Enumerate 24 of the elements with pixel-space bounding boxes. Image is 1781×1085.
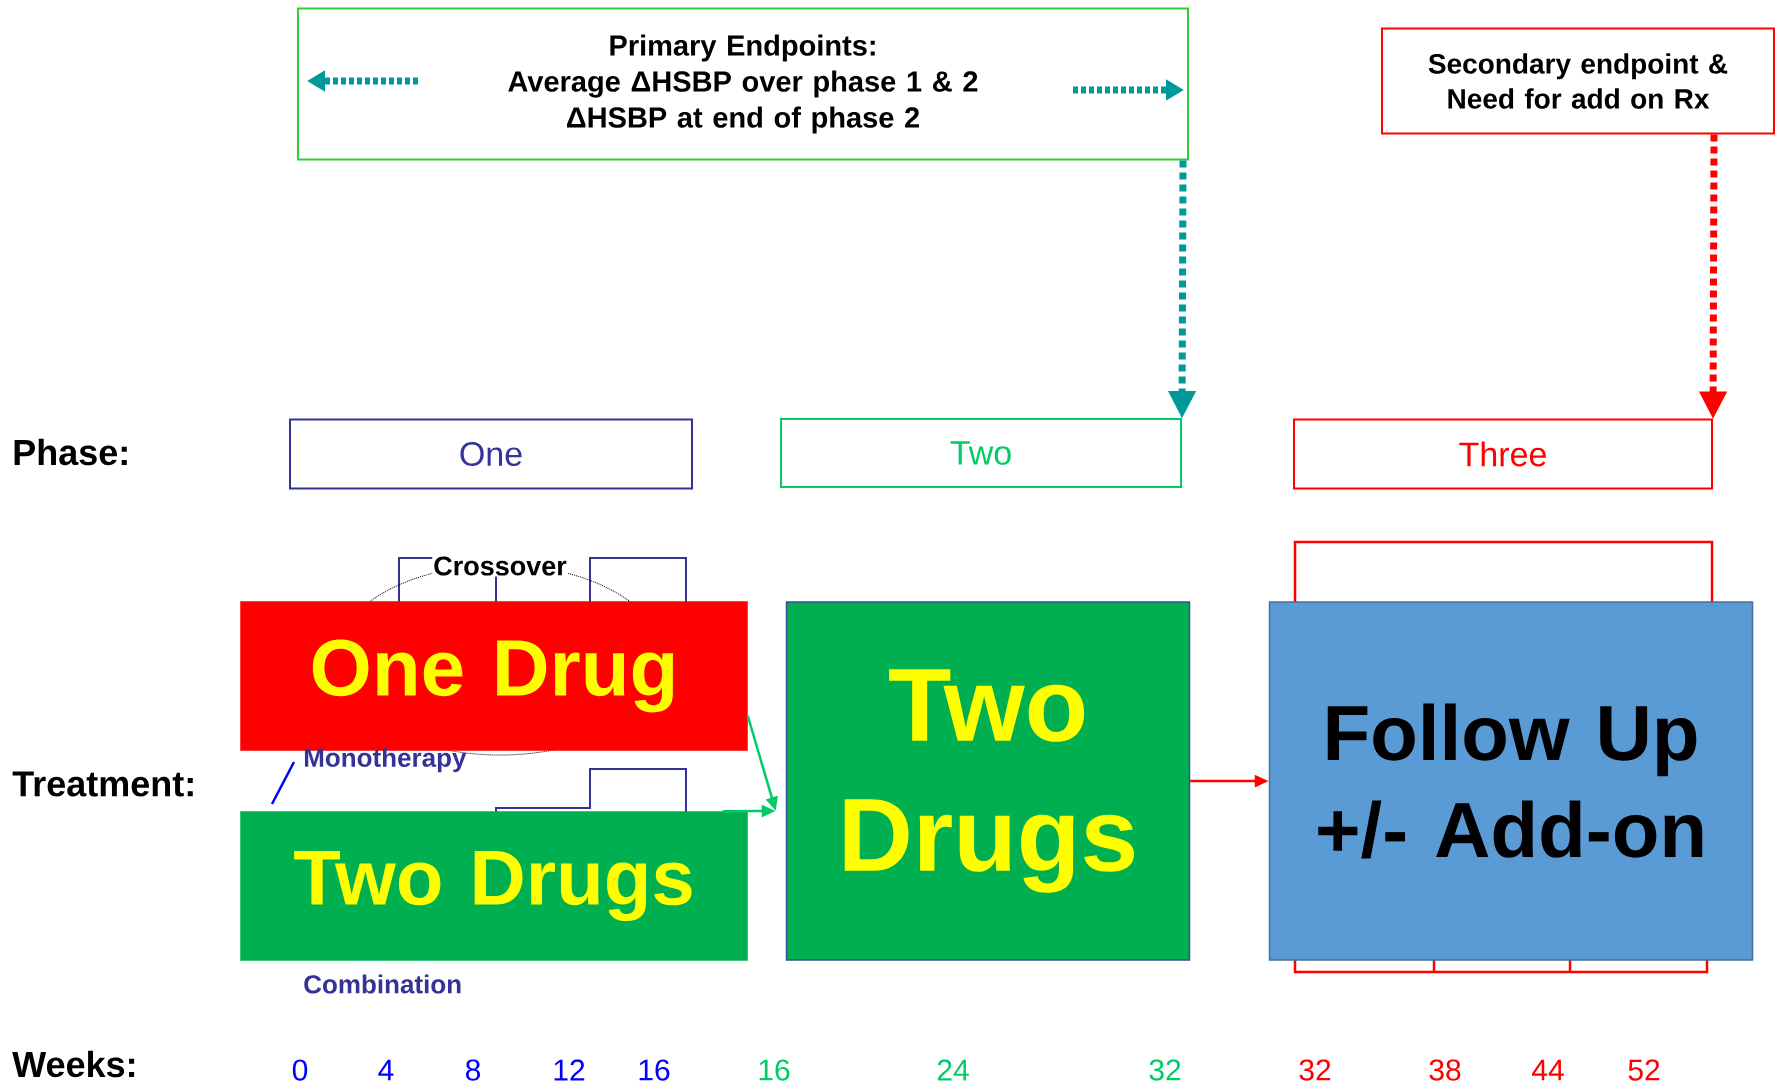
treatment-box: Two Drugs [785, 601, 1191, 961]
week-number: 52 [1628, 1059, 1660, 1081]
week-number: 32 [1149, 1059, 1181, 1081]
row-label: Treatment: [12, 771, 193, 797]
week-number: 16 [639, 1059, 670, 1081]
week-number: 4 [378, 1059, 394, 1081]
treatment-box: Follow Up +/- Add-on [1268, 601, 1754, 961]
week-number: 8 [465, 1059, 481, 1081]
phase-box: One [289, 418, 693, 490]
phase-box: Three [1293, 418, 1713, 490]
week-number: 16 [759, 1059, 790, 1081]
week-number: 38 [1429, 1059, 1461, 1081]
treatment-box: Two Drugs [240, 811, 748, 961]
row-label: Phase: [14, 438, 127, 466]
week-number: 12 [554, 1059, 585, 1081]
week-number: 24 [937, 1059, 969, 1081]
row-label: Weeks: [12, 1050, 135, 1078]
week-number: 44 [1532, 1059, 1564, 1081]
phase-box: Two [780, 418, 1182, 488]
endpoint-box: Primary Endpoints: Average ΔHSBP over phase 1 & 2 ΔHSBP at end of phase 2 [297, 7, 1189, 161]
endpoint-box: Secondary endpoint & Need for add on Rx [1381, 27, 1775, 135]
week-number: 0 [292, 1059, 308, 1081]
week-number: 32 [1299, 1059, 1331, 1081]
crossover-label: Crossover [432, 555, 568, 577]
